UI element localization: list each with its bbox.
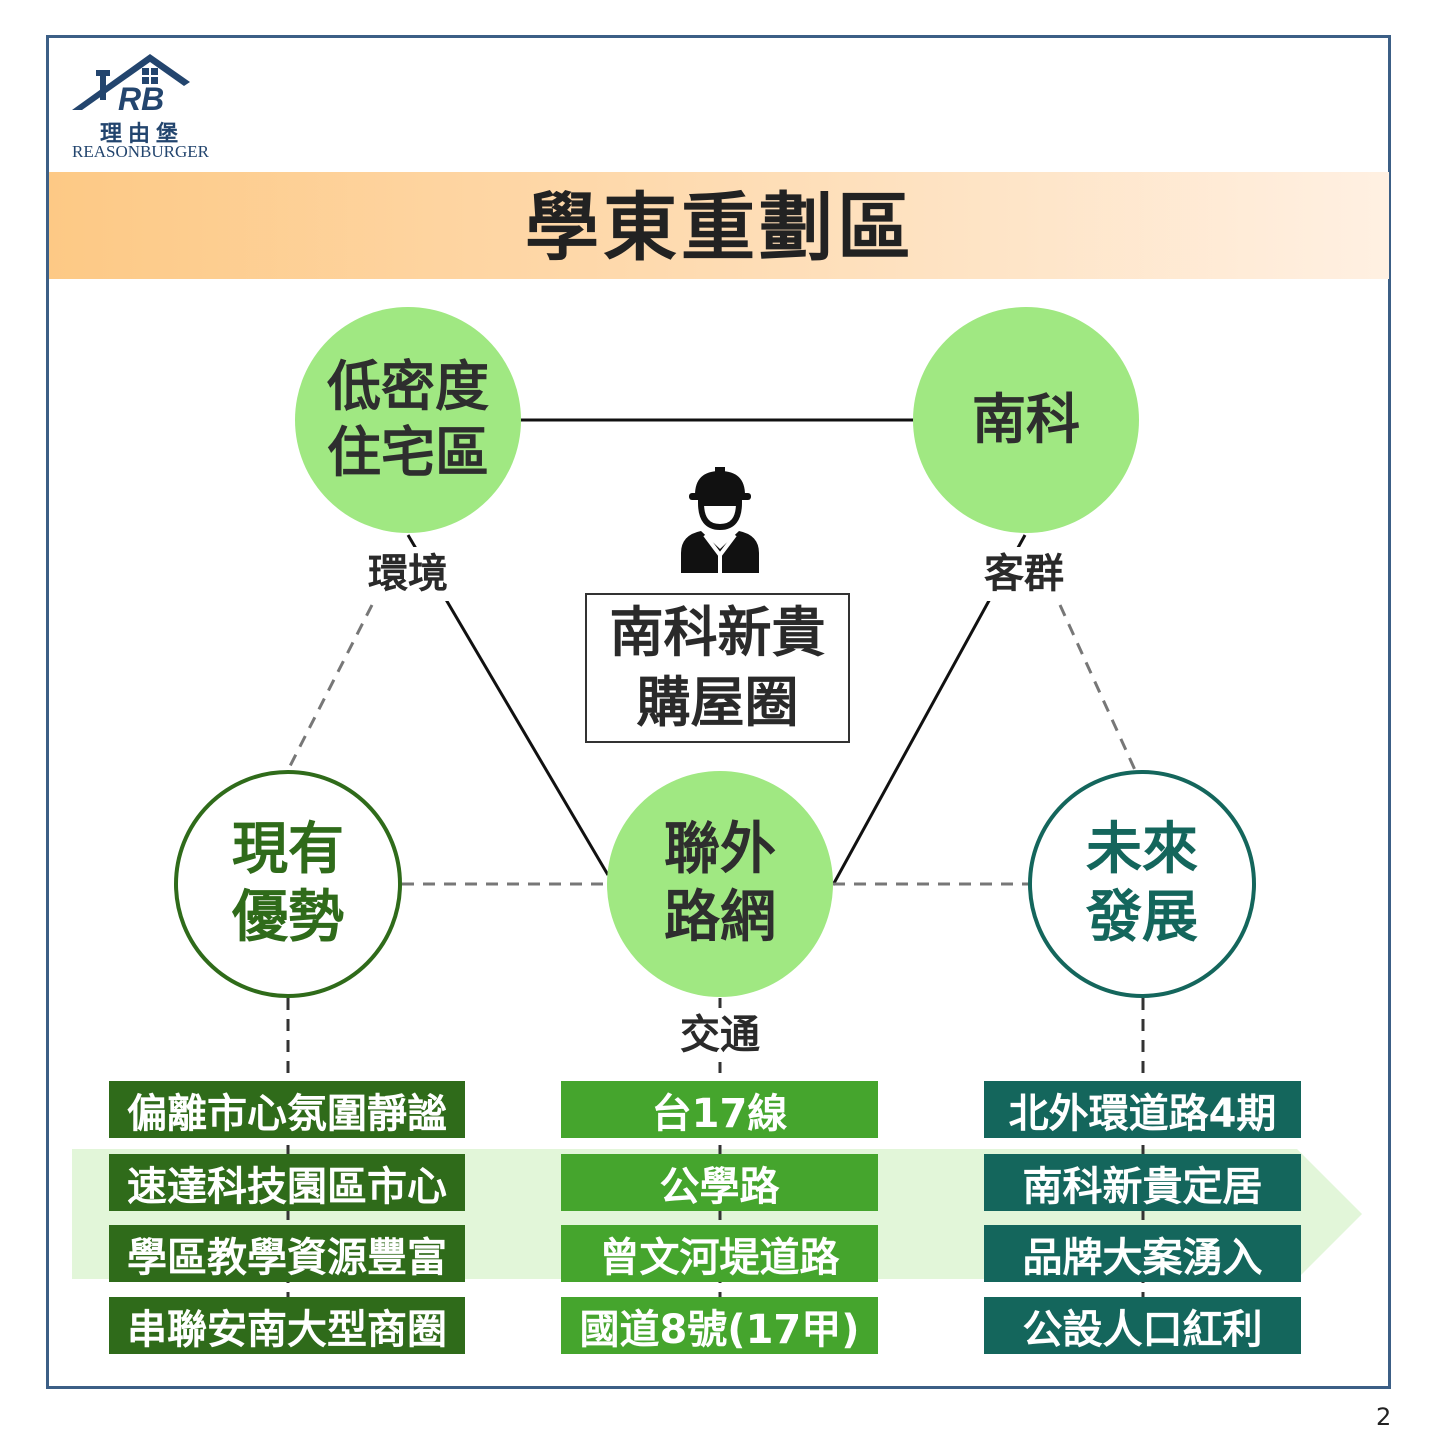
logo-english-name: REASONBURGER — [72, 142, 209, 161]
transport-item-3: 曾文河堤道路 — [561, 1225, 878, 1282]
node-low-density: 低密度 住宅區 — [295, 307, 521, 533]
center-box: 南科新貴 購屋圈 — [585, 593, 850, 743]
current-item-2: 速達科技園區市心 — [109, 1154, 465, 1211]
reasonburger-logo: RB — [72, 54, 190, 117]
node-transport-label: 聯外 路網 — [664, 816, 776, 950]
title-banner — [49, 172, 1389, 279]
label-environment: 環境 — [358, 547, 458, 601]
line-nanke-future — [1058, 604, 1137, 771]
node-future-label: 未來 發展 — [1086, 816, 1198, 950]
label-clientele: 客群 — [974, 547, 1074, 601]
node-current: 現有 優勢 — [174, 770, 402, 998]
current-item-1: 偏離市心氛圍靜謐 — [109, 1081, 465, 1138]
future-item-2: 南科新貴定居 — [984, 1154, 1301, 1211]
node-current-label: 現有 優勢 — [232, 816, 344, 950]
page-number: 2 — [1376, 1403, 1392, 1431]
transport-item-4: 國道8號(17甲) — [561, 1297, 878, 1354]
node-nanke: 南科 — [913, 307, 1139, 533]
transport-item-1: 台17線 — [561, 1081, 878, 1138]
transport-item-2: 公學路 — [561, 1154, 878, 1211]
current-item-3: 學區教學資源豐富 — [109, 1225, 465, 1282]
future-item-1: 北外環道路4期 — [984, 1081, 1301, 1138]
future-item-3: 品牌大案湧入 — [984, 1225, 1301, 1282]
current-item-4: 串聯安南大型商圈 — [109, 1297, 465, 1354]
line-low-density-current — [286, 604, 374, 771]
page-title: 學東重劃區 — [525, 185, 915, 271]
node-low-density-label: 低密度 住宅區 — [327, 355, 489, 484]
node-transport: 聯外 路網 — [607, 771, 833, 997]
label-traffic: 交通 — [668, 1008, 772, 1062]
node-nanke-label: 南科 — [972, 388, 1080, 452]
logo-chinese-name: 理由堡 — [100, 121, 185, 147]
svg-text:RB: RB — [118, 81, 164, 117]
future-item-4: 公設人口紅利 — [984, 1297, 1301, 1354]
worker-icon — [681, 467, 759, 573]
page-frame — [46, 35, 1391, 1389]
node-future: 未來 發展 — [1028, 770, 1256, 998]
